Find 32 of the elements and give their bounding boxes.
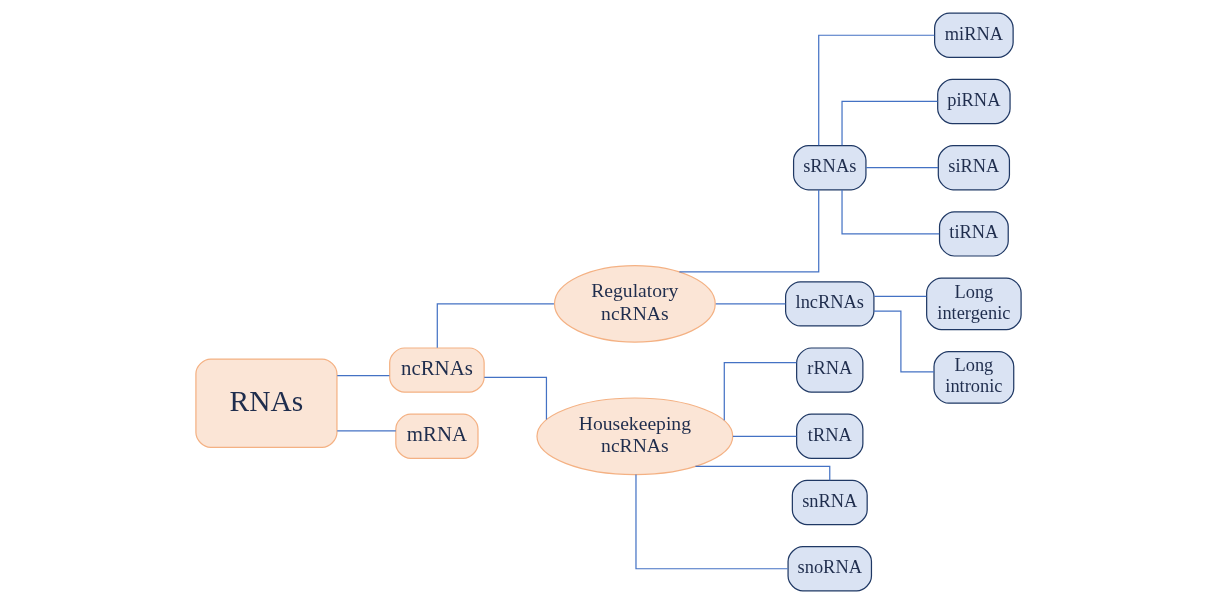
node-box: snoRNA bbox=[786, 546, 872, 592]
node-ellipse: Regulatory ncRNAs bbox=[553, 264, 716, 343]
connector bbox=[723, 362, 797, 421]
node-box: tiRNA bbox=[938, 211, 1009, 257]
connector bbox=[678, 189, 819, 273]
node-box: piRNA bbox=[936, 78, 1011, 125]
connector bbox=[840, 100, 938, 146]
connector bbox=[714, 303, 786, 305]
connector bbox=[336, 430, 396, 432]
node-box: mRNA bbox=[394, 413, 479, 459]
node-box: ncRNAs bbox=[388, 347, 485, 393]
connector bbox=[731, 435, 797, 437]
connector bbox=[483, 376, 547, 421]
node-box: tRNA bbox=[795, 413, 863, 459]
connector bbox=[840, 189, 940, 235]
connector bbox=[436, 303, 555, 349]
connector bbox=[873, 295, 927, 298]
node-ellipse: Housekeeping ncRNAs bbox=[535, 397, 733, 476]
node-box: lncRNAs bbox=[784, 281, 875, 327]
node-box: snRNA bbox=[791, 479, 868, 526]
node-box: Long intronic bbox=[932, 351, 1014, 404]
connector bbox=[872, 310, 935, 373]
node-box: Long intergenic bbox=[925, 277, 1022, 331]
connector bbox=[634, 474, 788, 570]
connector bbox=[865, 167, 939, 169]
node-box: rRNA bbox=[795, 347, 863, 393]
connector bbox=[817, 34, 935, 146]
node-box: sRNAs bbox=[792, 145, 867, 191]
node-box: siRNA bbox=[937, 145, 1010, 191]
connector bbox=[336, 374, 390, 377]
node-box: RNAs bbox=[194, 358, 338, 448]
node-box: miRNA bbox=[933, 12, 1014, 58]
